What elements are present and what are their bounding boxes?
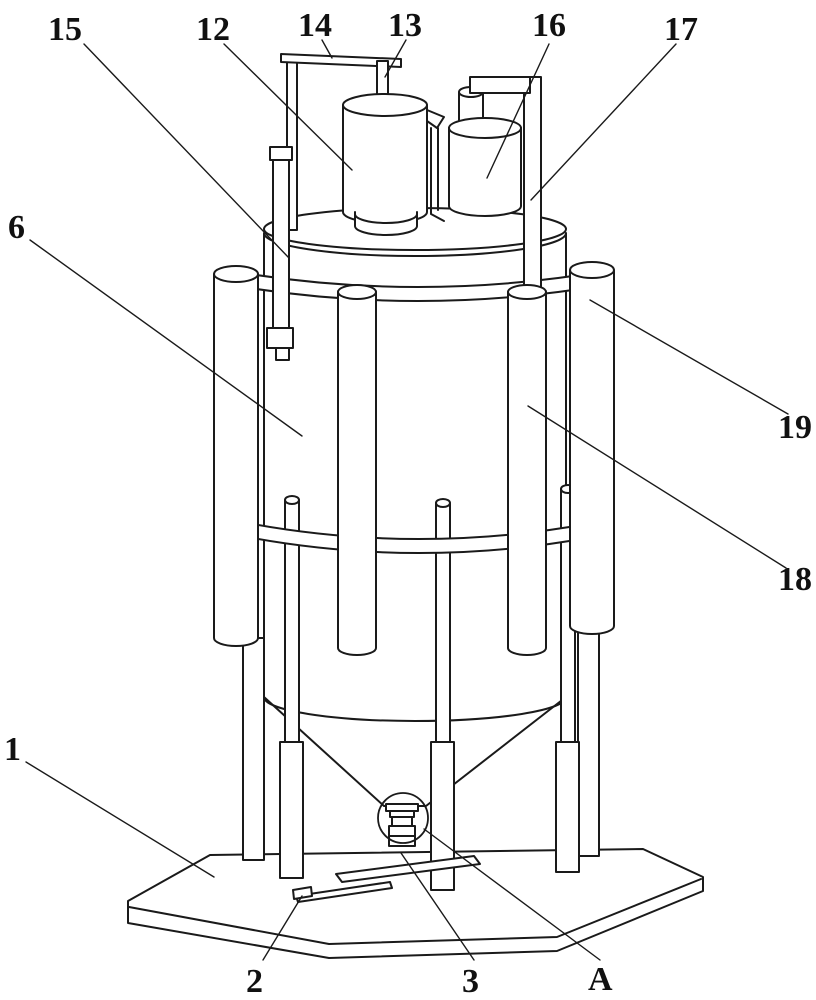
motor-left-top (342, 93, 428, 117)
label-A: A (588, 961, 613, 998)
guide-tube-right-top (569, 261, 615, 279)
leader-2 (262, 895, 303, 961)
motor-left-flange-arc (354, 213, 418, 224)
feed-pipe-lower-stub (275, 347, 290, 361)
discharge-assembly (292, 792, 481, 903)
pipe-17-horizontal (469, 76, 531, 94)
leader-1 (25, 761, 215, 878)
label-16: 16 (532, 7, 566, 44)
feed-pipe-top-stub (269, 146, 293, 161)
front-tube-right-body (507, 291, 547, 656)
guide-tube-left-body (213, 273, 259, 647)
leader-lines (25, 39, 789, 961)
base-plate-front-edge (128, 878, 702, 945)
elbow-pipe-17 (469, 76, 542, 293)
outer-leg-right (577, 625, 600, 857)
guide-tube-left-top (213, 265, 259, 283)
leader-3 (400, 852, 475, 961)
label-3: 3 (462, 963, 479, 1000)
leader-6 (29, 239, 303, 437)
front-tube-left-body (337, 291, 377, 656)
motor-left-body (342, 104, 428, 224)
leader-14 (321, 39, 333, 59)
screw-rod-left (279, 495, 304, 879)
nozzle (426, 109, 445, 129)
top-assembly (280, 53, 522, 236)
support-plate-2 (295, 881, 393, 903)
leader-18 (527, 405, 787, 569)
label-14: 14 (298, 7, 332, 44)
feed-pipe-coupler (266, 327, 294, 349)
rod-sleeve (279, 741, 304, 879)
overhead-bar (280, 53, 402, 68)
leader-17 (530, 43, 677, 201)
pipe-17-vertical (523, 76, 542, 293)
label-6: 6 (8, 209, 25, 246)
feed-pipe-15 (266, 146, 294, 361)
leader-19 (589, 299, 789, 415)
label-17: 17 (664, 11, 698, 48)
label-15: 15 (48, 11, 82, 48)
front-tube-left-top (337, 284, 377, 300)
mount-bracket (292, 886, 313, 900)
part-labels: 15 12 14 13 16 17 6 19 18 1 2 3 A (4, 7, 812, 1000)
support-plate-1 (335, 855, 481, 883)
front-tube-left (337, 284, 377, 656)
rod-sleeve (555, 741, 580, 873)
guide-tube-left (213, 265, 259, 647)
guide-tube-right (569, 261, 615, 635)
base-plate (127, 848, 704, 959)
leader-16 (486, 43, 550, 179)
leader-15 (83, 43, 290, 259)
label-1: 1 (4, 731, 21, 768)
tank-cone-junction-arc (263, 696, 567, 722)
leader-12 (223, 43, 353, 171)
rod-cap (284, 495, 300, 505)
front-tube-right-top (507, 284, 547, 300)
tank-16-body (448, 127, 522, 217)
base-plate-silhouette (127, 848, 704, 959)
leader-13 (384, 39, 407, 78)
front-tube-right (507, 284, 547, 656)
outer-leg-left (242, 637, 265, 861)
rod-sleeve (430, 741, 455, 891)
callout-circle-A (377, 792, 429, 844)
nozzle-pipe (430, 127, 445, 222)
label-19: 19 (778, 409, 812, 446)
screw-rod-center (430, 498, 455, 891)
guide-tube-right-body (569, 269, 615, 635)
valve-flange-upper (385, 803, 419, 812)
label-12: 12 (196, 11, 230, 48)
label-13: 13 (388, 7, 422, 44)
valve-body (391, 816, 413, 827)
rod-cap (435, 498, 451, 508)
label-18: 18 (778, 561, 812, 598)
tank-16-top (448, 117, 522, 139)
label-2: 2 (246, 963, 263, 1000)
leader-A (423, 828, 601, 961)
